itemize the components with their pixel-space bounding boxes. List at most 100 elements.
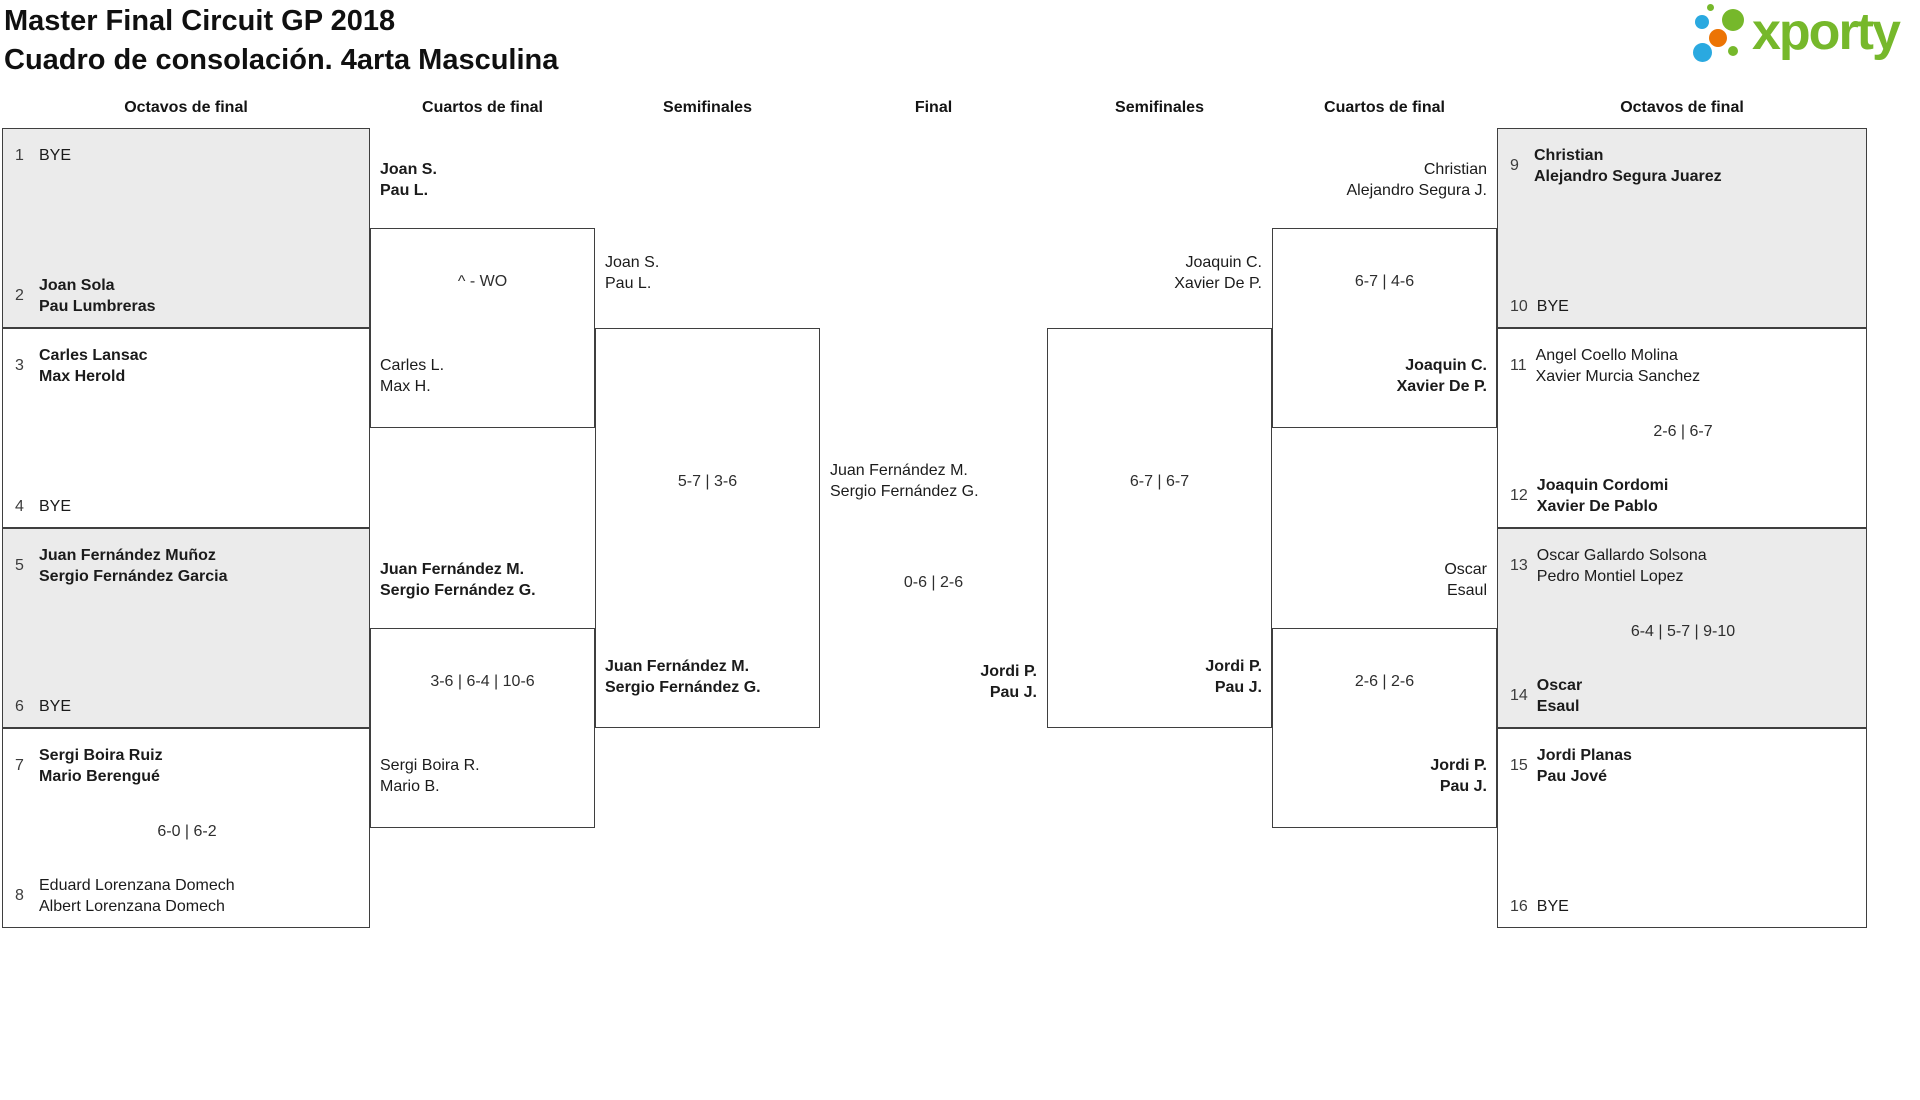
round-header-cuartos-left: Cuartos de final (422, 99, 543, 116)
semifinal-box-right (1047, 328, 1272, 728)
tournament-title: Master Final Circuit GP 2018 (4, 5, 396, 37)
quarterfinal-box-left-1 (370, 228, 595, 428)
team-entry-6: 6 BYE (15, 696, 359, 717)
logo-dot-orange (1709, 29, 1727, 47)
seed-number: 9 (1510, 157, 1519, 174)
round-header-semifinales-right: Semifinales (1115, 99, 1204, 116)
team-name: BYE (39, 698, 72, 715)
bracket-subtitle: Cuadro de consolación. 4arta Masculina (4, 44, 559, 76)
team-name-cuartos: Joaquin C.Xavier De P. (1396, 357, 1487, 395)
match-score: 3-6 | 6-4 | 10-6 (430, 673, 535, 690)
team-name-semifinal: Juan Fernández M.Sergio Fernández G. (605, 658, 761, 696)
quarterfinal-box-right-1 (1272, 228, 1497, 428)
team-name-cuartos: Carles L.Max H. (380, 357, 445, 395)
seed-number: 13 (1510, 557, 1528, 574)
seed-number: 6 (15, 697, 24, 715)
team-name-cuartos: Jordi P.Pau J. (1430, 757, 1487, 795)
logo-dot-green-small (1728, 46, 1738, 56)
logo-dot-green-tiny (1707, 4, 1714, 11)
seed-number: 3 (15, 357, 24, 374)
xporty-logo[interactable]: xporty (1690, 0, 1920, 80)
team-name-cuartos: Joan S.Pau L. (380, 161, 437, 199)
seed-number: 10 (1510, 297, 1528, 315)
team-name-finalist-top: Juan Fernández M.Sergio Fernández G. (830, 462, 979, 500)
seed-number: 15 (1510, 757, 1528, 774)
seed-number: 2 (15, 287, 24, 304)
match-score: 6-7 | 4-6 (1354, 273, 1415, 290)
seed-number: 7 (15, 757, 24, 774)
match-score: 6-0 | 6-2 (157, 822, 217, 840)
match-score: 2-6 | 6-7 (1653, 422, 1713, 440)
semifinal-box-left (595, 328, 820, 728)
logo-dot-blue-big (1693, 43, 1712, 62)
match-score: 6-7 | 6-7 (1129, 473, 1190, 490)
match-score: ^ - WO (457, 273, 508, 290)
team-name: BYE (39, 147, 72, 164)
match-score: 5-7 | 3-6 (677, 473, 738, 490)
team-name-semifinal: Jordi P.Pau J. (1205, 658, 1262, 696)
round-header-semifinales-left: Semifinales (663, 99, 752, 116)
team-name-semifinal: Joan S.Pau L. (605, 254, 660, 292)
page-title: Master Final Circuit GP 2018 Cuadro de c… (4, 2, 558, 80)
final-score: 0-6 | 2-6 (903, 574, 964, 591)
seed-number: 4 (15, 497, 24, 515)
logo-dot-green-big (1722, 9, 1744, 31)
match-score: 6-4 | 5-7 | 9-10 (1630, 622, 1736, 640)
team-name: BYE (39, 498, 72, 515)
team-name-semifinal: Joaquin C.Xavier De P. (1174, 254, 1262, 292)
round-header-octavos-left: Octavos de final (124, 99, 248, 116)
team-entry-10: 10 BYE (1510, 296, 1856, 317)
quarterfinal-box-right-2 (1272, 628, 1497, 828)
team-name: BYE (1536, 898, 1569, 915)
team-entry-4: 4 BYE (15, 496, 359, 517)
seed-number: 11 (1510, 357, 1527, 374)
quarterfinal-box-left-2 (370, 628, 595, 828)
team-name-cuartos: Juan Fernández M.Sergio Fernández G. (380, 561, 536, 599)
logo-dot-blue-small (1695, 15, 1709, 29)
seed-number: 16 (1510, 897, 1528, 915)
seed-number: 14 (1510, 687, 1528, 704)
team-entry-1: 1 BYE (15, 145, 359, 166)
round-header-octavos-right: Octavos de final (1620, 99, 1744, 116)
round-header-final: Final (914, 99, 953, 116)
seed-number: 1 (15, 146, 24, 164)
team-name: BYE (1536, 298, 1569, 315)
seed-number: 12 (1510, 487, 1528, 504)
team-name-cuartos: Sergi Boira R.Mario B. (380, 757, 480, 795)
seed-number: 5 (15, 557, 24, 574)
logo-wordmark: xporty (1752, 3, 1901, 61)
seed-number: 8 (15, 887, 24, 904)
team-entry-16: 16 BYE (1510, 896, 1856, 917)
team-name-champion: Jordi P.Pau J. (980, 663, 1037, 701)
